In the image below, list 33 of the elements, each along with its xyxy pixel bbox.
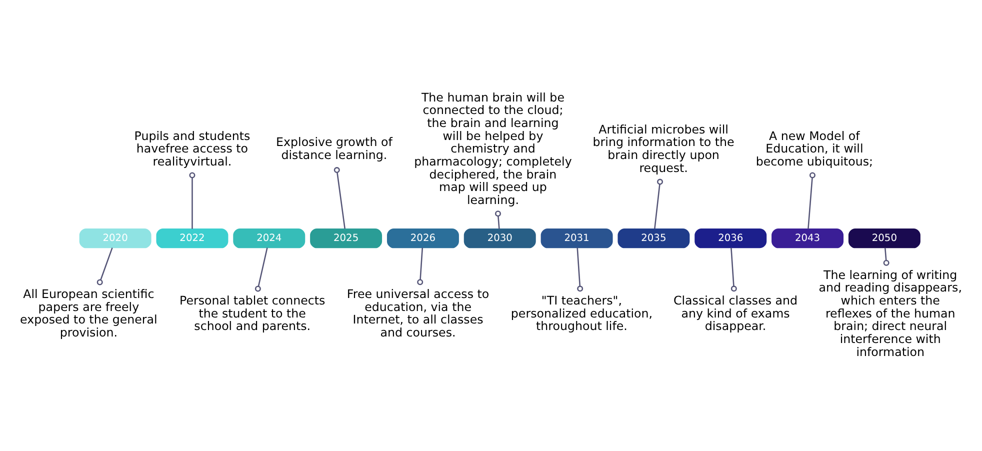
connector [334,167,346,229]
connector [254,248,268,292]
node-text: A new Model of Education, it will become ubiquitous; [756,128,874,168]
node-box: 2025 [310,228,382,248]
node-text: Pupils and students havefree access to realityvirtual. [134,128,250,168]
node-text: All European scientific papers are freely exposed to the general provision. [20,287,158,340]
node-box: 2026 [386,228,459,248]
connector [654,178,664,229]
node-box: 2035 [618,228,690,248]
node-text: Classical classes and any kind of exams disappear. [674,293,798,334]
connector [417,248,424,286]
connector [808,172,816,229]
node-text: The human brain will be connected to the cloud; the brain and learning will be helped by chemistry and pharmacology; completely deciphered, the brain map will speed up learning. [414,90,572,207]
node-text: The learning of writing and reading disappears, which enters the reflexes of the human brain; direct neural interference with information [818,268,962,359]
node-box: 2031 [540,228,613,248]
node-box: 2050 [848,228,920,248]
node-box: 2020 [79,228,152,248]
connector [883,248,890,266]
connector [576,248,584,292]
connector [730,248,737,292]
node-box: 2024 [233,228,306,248]
node-box: 2036 [694,228,767,248]
node-text: Free universal access to education, via the Internet, to all classes and courses. [346,287,490,340]
connector [96,248,113,286]
node-box: 2030 [464,228,536,248]
connector [189,172,196,229]
node-box: 2022 [156,228,228,248]
node-text: Explosive growth of distance learning. [276,135,392,162]
node-text: Personal tablet connects the student to the school and parents. [180,293,326,334]
node-text: Artificial microbes will bring information to the brain directly upon request. [592,122,734,175]
node-box: 2043 [772,228,844,248]
connector [494,210,501,229]
node-text: "TI teachers", personalized education, throughout life. [510,293,653,334]
